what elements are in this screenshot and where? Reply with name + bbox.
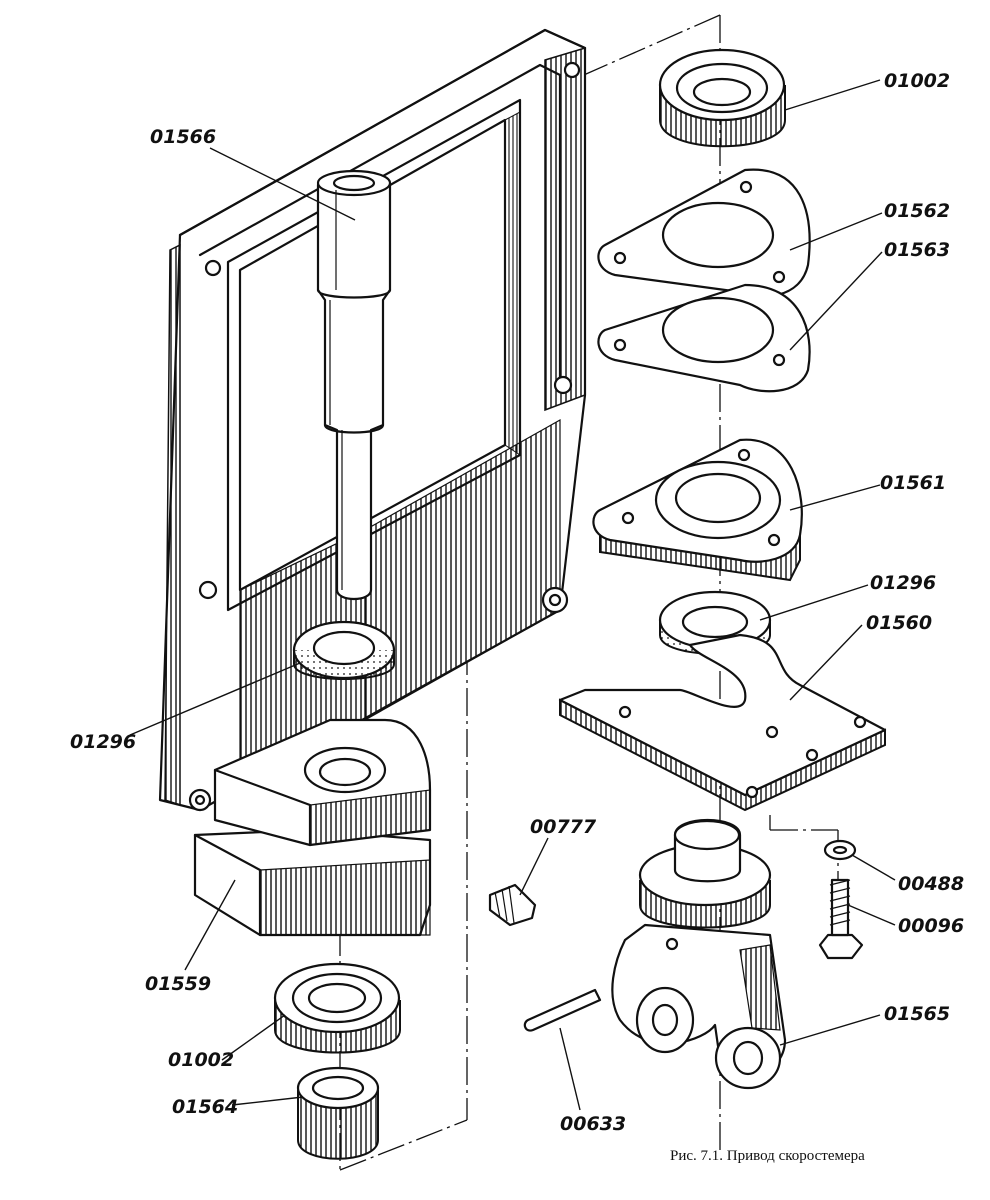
- shaft-01566: [316, 169, 392, 601]
- gasket-01562: [597, 168, 811, 298]
- ring-01296-right: [658, 590, 772, 655]
- leader-lines: [129, 79, 896, 1111]
- label-01559: 01559: [145, 973, 211, 995]
- flange-01561: [592, 438, 803, 582]
- label-01565: 01565: [884, 1003, 950, 1025]
- bearing-01002-bottom: [273, 962, 401, 1054]
- label-01562: 01562: [884, 200, 950, 222]
- label-01002-bottom: 01002: [168, 1049, 234, 1071]
- bearing-01002-top: [658, 48, 786, 148]
- bracket-plate-01560: [558, 633, 887, 812]
- label-01564: 01564: [172, 1096, 238, 1118]
- label-01296-left: 01296: [70, 731, 136, 753]
- washer-00488: [823, 839, 857, 861]
- label-01566: 01566: [150, 126, 216, 148]
- label-01563: 01563: [884, 239, 950, 261]
- ring-01296-left: [292, 620, 396, 680]
- label-00096: 00096: [898, 915, 964, 937]
- label-00633: 00633: [560, 1113, 626, 1135]
- pin-00633: [523, 988, 602, 1032]
- label-01002-top: 01002: [884, 70, 950, 92]
- figure-caption: Рис. 7.1. Привод скоростемера: [670, 1148, 865, 1164]
- gasket-01563: [597, 283, 811, 393]
- label-00777: 00777: [530, 816, 597, 838]
- fork-01565: [611, 819, 787, 1090]
- label-00488: 00488: [898, 873, 964, 895]
- setscrew-00777: [488, 883, 537, 927]
- label-01560: 01560: [866, 612, 932, 634]
- label-01561: 01561: [880, 472, 946, 494]
- housing-01559: [193, 718, 432, 937]
- bushing-01564: [296, 1066, 380, 1160]
- label-01296-right: 01296: [870, 572, 936, 594]
- bolt-00096: [818, 878, 864, 960]
